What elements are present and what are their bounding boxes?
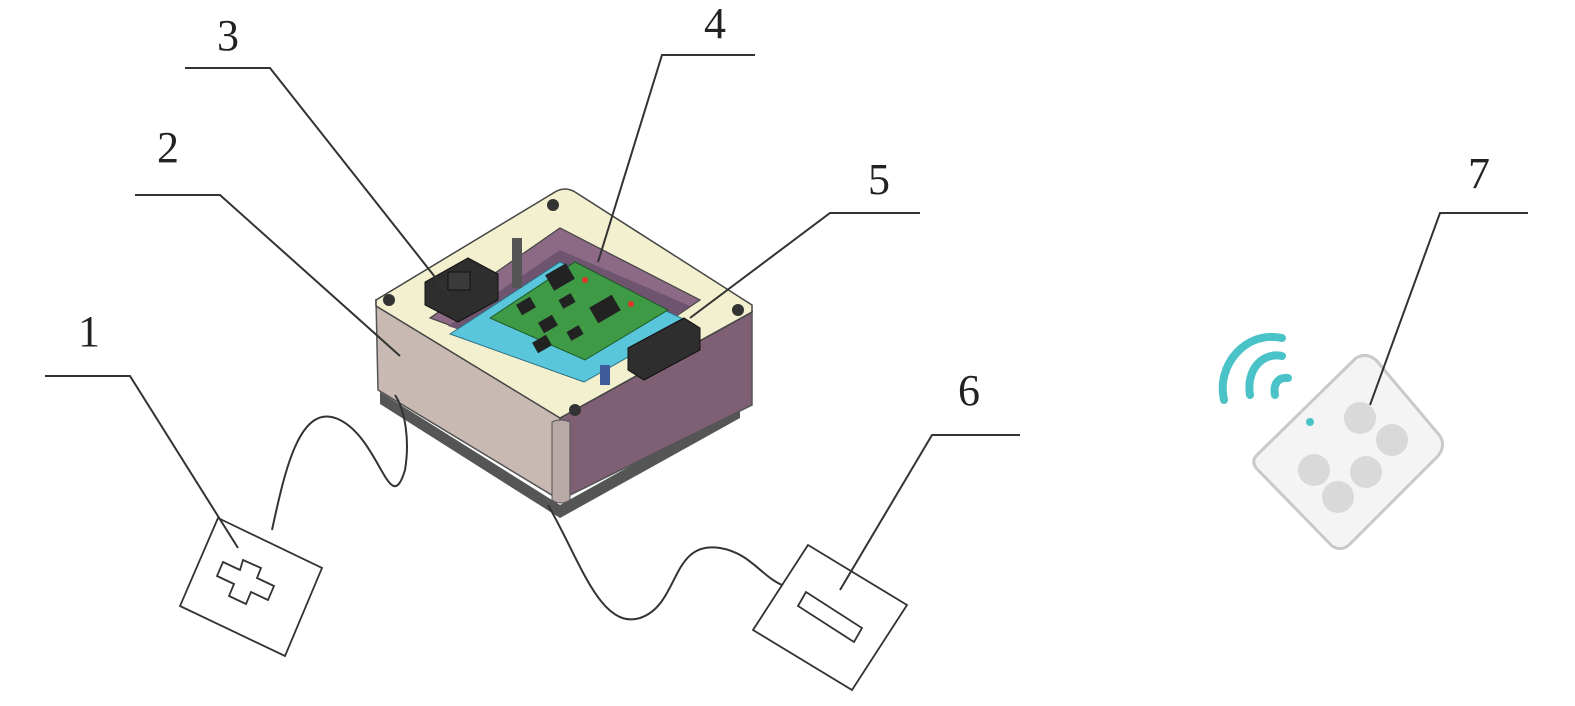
wifi-signal-icon bbox=[1218, 332, 1314, 426]
relay-component bbox=[424, 238, 522, 323]
slot-sensor-icon bbox=[751, 543, 909, 692]
callout-5: 5 bbox=[868, 155, 890, 204]
remote-control-icon bbox=[1252, 353, 1445, 551]
callout-2: 2 bbox=[157, 123, 179, 172]
callout-3: 3 bbox=[217, 11, 239, 60]
leader-lines bbox=[45, 54, 1528, 591]
terminal-block bbox=[600, 317, 701, 385]
plus-button-sensor-icon bbox=[178, 516, 324, 658]
callout-1: 1 bbox=[78, 307, 100, 356]
cables bbox=[271, 394, 783, 621]
callout-7: 7 bbox=[1468, 149, 1490, 198]
callout-6: 6 bbox=[958, 366, 980, 415]
callout-4: 4 bbox=[704, 0, 726, 48]
